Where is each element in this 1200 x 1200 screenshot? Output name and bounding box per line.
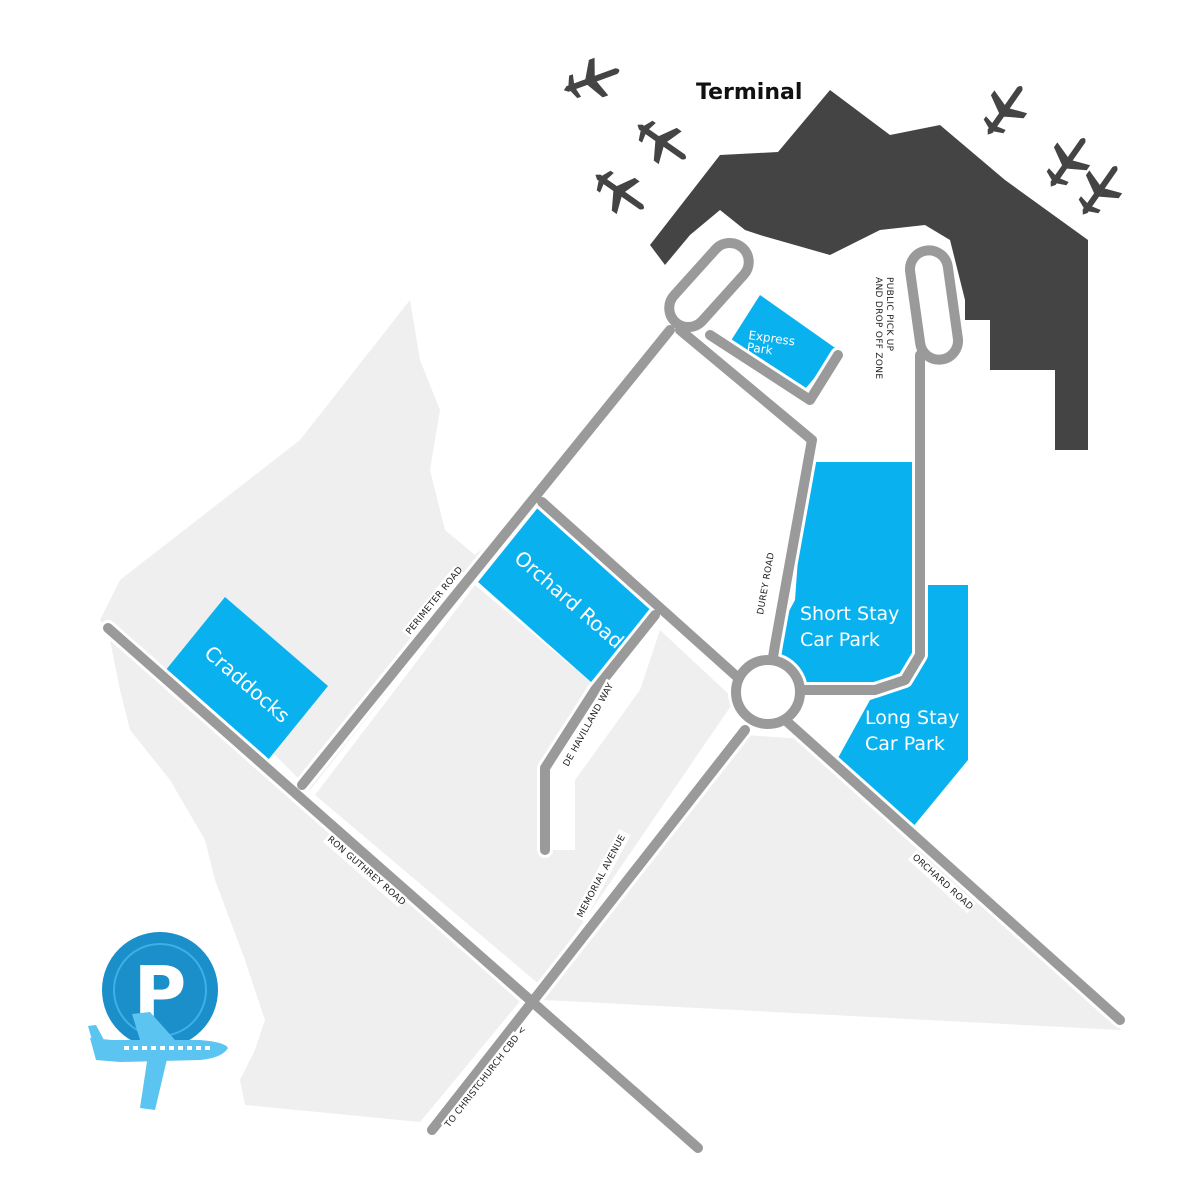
land-centre (315, 585, 735, 985)
short-stay-label: Short Stay Car Park (800, 603, 905, 651)
terminal-label: Terminal (696, 80, 802, 105)
durey-road-label: DUREY ROAD (756, 552, 777, 616)
parking-plane-logo: P (88, 932, 228, 1110)
airplane-icon (88, 1012, 228, 1110)
road-terminal-loop-east (904, 245, 964, 365)
airplane-icon (1046, 137, 1091, 187)
car-park-express[interactable] (725, 295, 838, 395)
roundabout (731, 655, 805, 729)
terminal-building (650, 90, 1088, 450)
road-memorial-avenue (427, 725, 750, 1135)
land-east-lower (540, 735, 1125, 1020)
road-ron-guthrey (103, 623, 703, 1153)
express-park-label: Express Park (746, 328, 800, 361)
airplane-icon (637, 120, 687, 165)
car-park-long-stay[interactable] (838, 585, 968, 828)
airplane-icon (595, 170, 645, 215)
road-express-loop (705, 330, 843, 405)
airplane-icon (983, 85, 1028, 135)
car-park-orchard-road[interactable] (478, 505, 652, 690)
road-perimeter (297, 325, 675, 790)
road-terminal-loop-west (664, 237, 754, 333)
aircraft-group (563, 57, 1123, 215)
road-orchard (537, 497, 1125, 1025)
long-stay-label: Long Stay Car Park (865, 707, 965, 755)
road-pickup-dropoff (795, 350, 925, 695)
roads (103, 237, 1125, 1153)
airplane-icon (563, 57, 620, 99)
land-south-west (110, 640, 525, 1122)
airplane-icon (1078, 165, 1123, 215)
car-park-craddocks[interactable] (165, 597, 328, 760)
pickup-zone-label: PUBLIC PICK UP AND DROP OFF ZONE (873, 277, 894, 379)
road-de-havilland-way (540, 610, 660, 855)
